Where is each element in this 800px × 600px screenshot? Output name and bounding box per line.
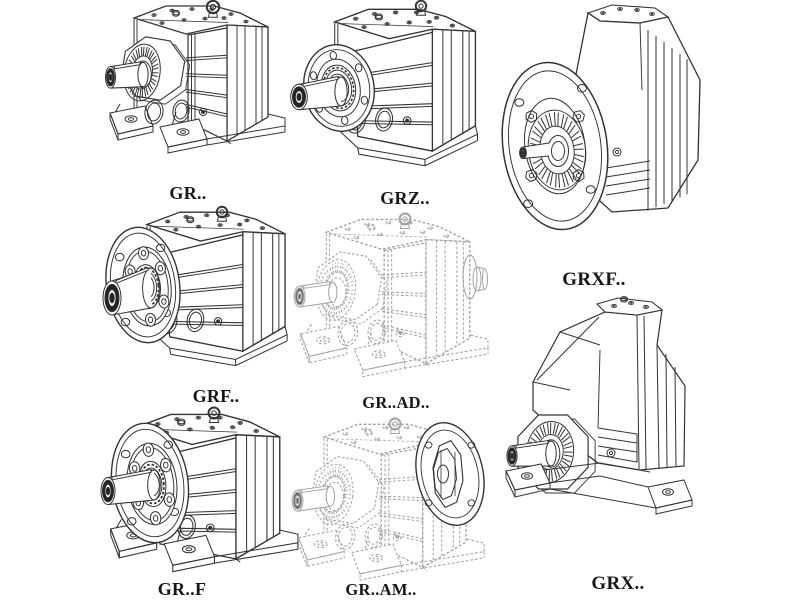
svg-text:GR..AM..: GR..AM.. <box>345 580 416 599</box>
svg-text:GRF..: GRF.. <box>193 386 240 406</box>
svg-text:GRZ..: GRZ.. <box>380 188 430 208</box>
svg-text:GRX..: GRX.. <box>591 573 644 594</box>
svg-text:GR..: GR.. <box>169 183 206 203</box>
svg-text:GRXF..: GRXF.. <box>562 269 625 290</box>
svg-text:GR..F: GR..F <box>158 579 207 599</box>
svg-text:GR..AD..: GR..AD.. <box>362 393 429 412</box>
